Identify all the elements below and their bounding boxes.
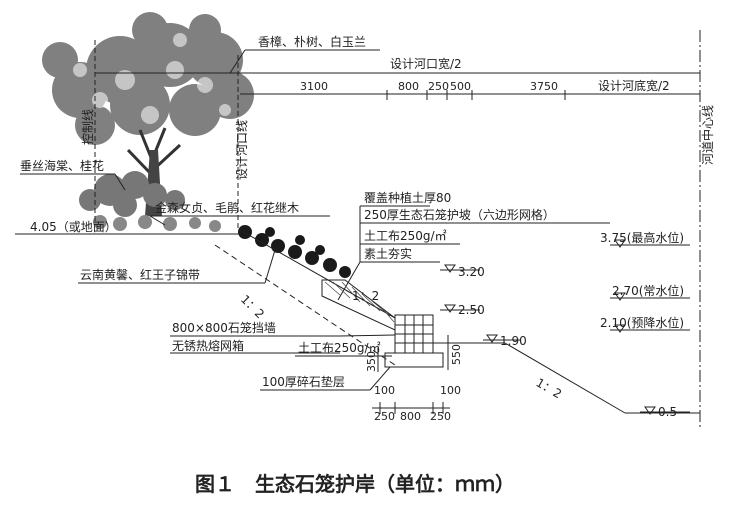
water-normal-label: 2.70(常水位) <box>612 283 684 298</box>
dim-500: 500 <box>450 80 471 93</box>
dim-250-bottom-right: 250 <box>430 410 451 423</box>
elevation-ground-label: 4.05（或地面） <box>30 220 117 234</box>
elevation-0-5: 0.5 <box>658 405 677 419</box>
rammed-soil-label: 素土夯实 <box>364 246 412 261</box>
cover-soil-label: 覆盖种植土厚80 <box>364 190 451 205</box>
dim-250-bottom-left: 250 <box>374 410 395 423</box>
gabion-slope-label: 250厚生态石笼护坡（六边形网格） <box>364 207 555 222</box>
plants-shrubs-label: 垂丝海棠、桂花 <box>20 158 104 173</box>
plants-slope-label: 云南黄馨、红王子锦带 <box>80 267 200 282</box>
river-center-line-label: 河道中心线 <box>700 105 715 165</box>
elevation-3-20: 3.20 <box>458 265 485 279</box>
retaining-wall-label: 800×800石笼挡墙 <box>172 320 276 335</box>
dim-100-right: 100 <box>440 384 461 397</box>
dim-550: 550 <box>450 344 463 365</box>
water-high-label: 3.75(最高水位) <box>600 230 684 245</box>
elevation-1-90: 1.90 <box>500 334 527 348</box>
geotextile-bottom-label: 土工布250g/㎡ <box>298 341 381 355</box>
geotextile-top-label: 土工布250g/㎡ <box>364 229 447 243</box>
gabion-slope-hatch <box>324 281 395 323</box>
dim-250-top: 250 <box>428 80 449 93</box>
elevation-markers <box>444 239 656 415</box>
slope-ratio-under: 1：2 <box>238 292 267 321</box>
design-river-top-half-label: 设计河口宽/2 <box>390 56 462 71</box>
plants-top-label: 香樟、朴树、白玉兰 <box>258 34 366 49</box>
plants-ground-cover-label: 金森女贞、毛鹃、红花继木 <box>155 200 299 215</box>
slope-ratio-lower: 1：2 <box>534 375 565 401</box>
water-lowered-label: 2.10(预降水位) <box>600 315 684 330</box>
design-river-bottom-half-label: 设计河底宽/2 <box>598 78 670 93</box>
slope-ratio-upper: 1：2 <box>352 289 379 303</box>
dim-3100: 3100 <box>300 80 328 93</box>
control-line-label: 控制线 <box>81 109 95 145</box>
figure-caption: 图１ 生态石笼护岸（单位：ｍｍ） <box>195 472 515 496</box>
dim-800-top: 800 <box>398 80 419 93</box>
dim-350: 350 <box>365 351 378 372</box>
design-river-edge-label: 设计河口线 <box>235 120 249 180</box>
dim-3750: 3750 <box>530 80 558 93</box>
structure-lines <box>15 30 701 430</box>
labels: 香樟、朴树、白玉兰 设计河口宽/2 3100 800 250 500 3750 … <box>20 34 715 496</box>
dim-800-bottom: 800 <box>400 410 421 423</box>
mesh-box-label: 无锈热熔网箱 <box>172 338 244 353</box>
dim-100-left: 100 <box>374 384 395 397</box>
gravel-bed-label: 100厚碎石垫层 <box>262 374 345 389</box>
elevation-2-50: 2.50 <box>458 303 485 317</box>
